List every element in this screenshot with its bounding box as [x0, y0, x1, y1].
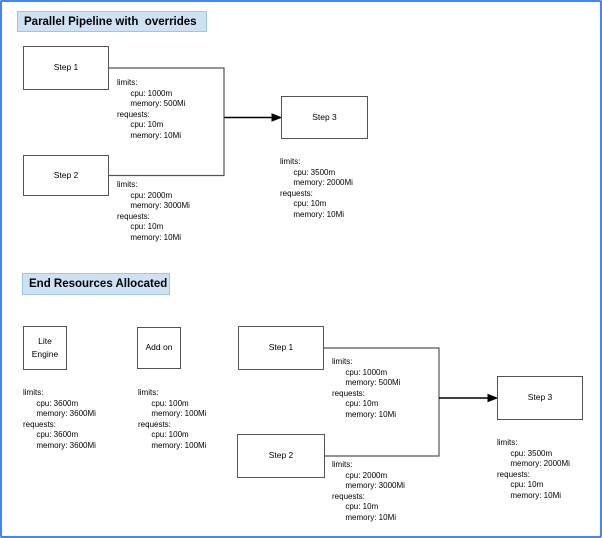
resource-annotation-end-step3: limits: cpu: 3500m memory: 2000Mi reques…	[497, 438, 570, 500]
resource-annotation-pipeline-step2: limits: cpu: 2000m memory: 3000Mi reques…	[117, 180, 190, 242]
node-end-step2: Step 2	[237, 434, 325, 478]
resource-annotation-end-step1: limits: cpu: 1000m memory: 500Mi request…	[332, 357, 401, 419]
end-merge-connector	[324, 347, 440, 457]
node-lite-engine: Lite Engine	[23, 326, 67, 370]
node-add-on: Add on	[137, 327, 181, 369]
resource-annotation-add-on: limits: cpu: 100m memory: 100Mi requests…	[138, 388, 207, 450]
node-end-step1: Step 1	[238, 326, 324, 370]
section-title-parallel-pipeline: Parallel Pipeline with overrides	[17, 11, 207, 32]
node-label: Step 1	[268, 342, 294, 353]
node-label: Add on	[145, 342, 173, 353]
section-title-end-resources: End Resources Allocated	[22, 273, 170, 295]
node-label: Step 3	[527, 392, 553, 403]
arrowhead-icon	[271, 113, 283, 122]
node-pipeline-step1: Step 1	[23, 46, 109, 90]
node-label: Step 1	[53, 62, 79, 73]
node-label: Step 3	[312, 111, 337, 122]
resource-annotation-end-step2: limits: cpu: 2000m memory: 3000Mi reques…	[332, 460, 405, 522]
resource-annotation-pipeline-step3: limits: cpu: 3500m memory: 2000Mi reques…	[280, 157, 353, 219]
arrowhead-icon	[487, 393, 499, 403]
resource-annotation-pipeline-step1: limits: cpu: 1000m memory: 500Mi request…	[117, 78, 186, 140]
node-pipeline-step2: Step 2	[23, 155, 109, 196]
resource-annotation-lite-engine: limits: cpu: 3600m memory: 3600Mi reques…	[23, 388, 96, 450]
pipeline-merge-connector	[109, 67, 225, 177]
node-label: Step 2	[268, 450, 294, 461]
node-end-step3: Step 3	[497, 376, 583, 420]
node-pipeline-step3: Step 3	[281, 96, 368, 139]
node-label: Lite Engine	[31, 335, 59, 359]
node-label: Step 2	[53, 169, 79, 180]
